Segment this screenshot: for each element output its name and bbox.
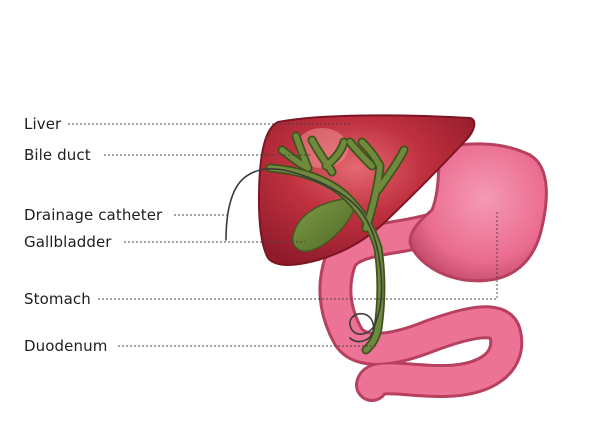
label-drainage-catheter: Drainage catheter <box>24 206 163 224</box>
label-duodenum: Duodenum <box>24 337 108 355</box>
label-stomach: Stomach <box>24 290 91 308</box>
leader-lines <box>68 123 498 347</box>
drainage-catheter <box>225 168 383 343</box>
label-liver: Liver <box>24 115 62 133</box>
stomach-body <box>408 142 548 283</box>
duodenum-tube <box>321 216 521 399</box>
label-gallbladder: Gallbladder <box>24 233 112 251</box>
gallbladder-shape <box>291 198 355 252</box>
stomach-duodenum <box>318 142 548 402</box>
leader-stomach <box>98 212 498 300</box>
label-bile-duct: Bile duct <box>24 146 91 164</box>
